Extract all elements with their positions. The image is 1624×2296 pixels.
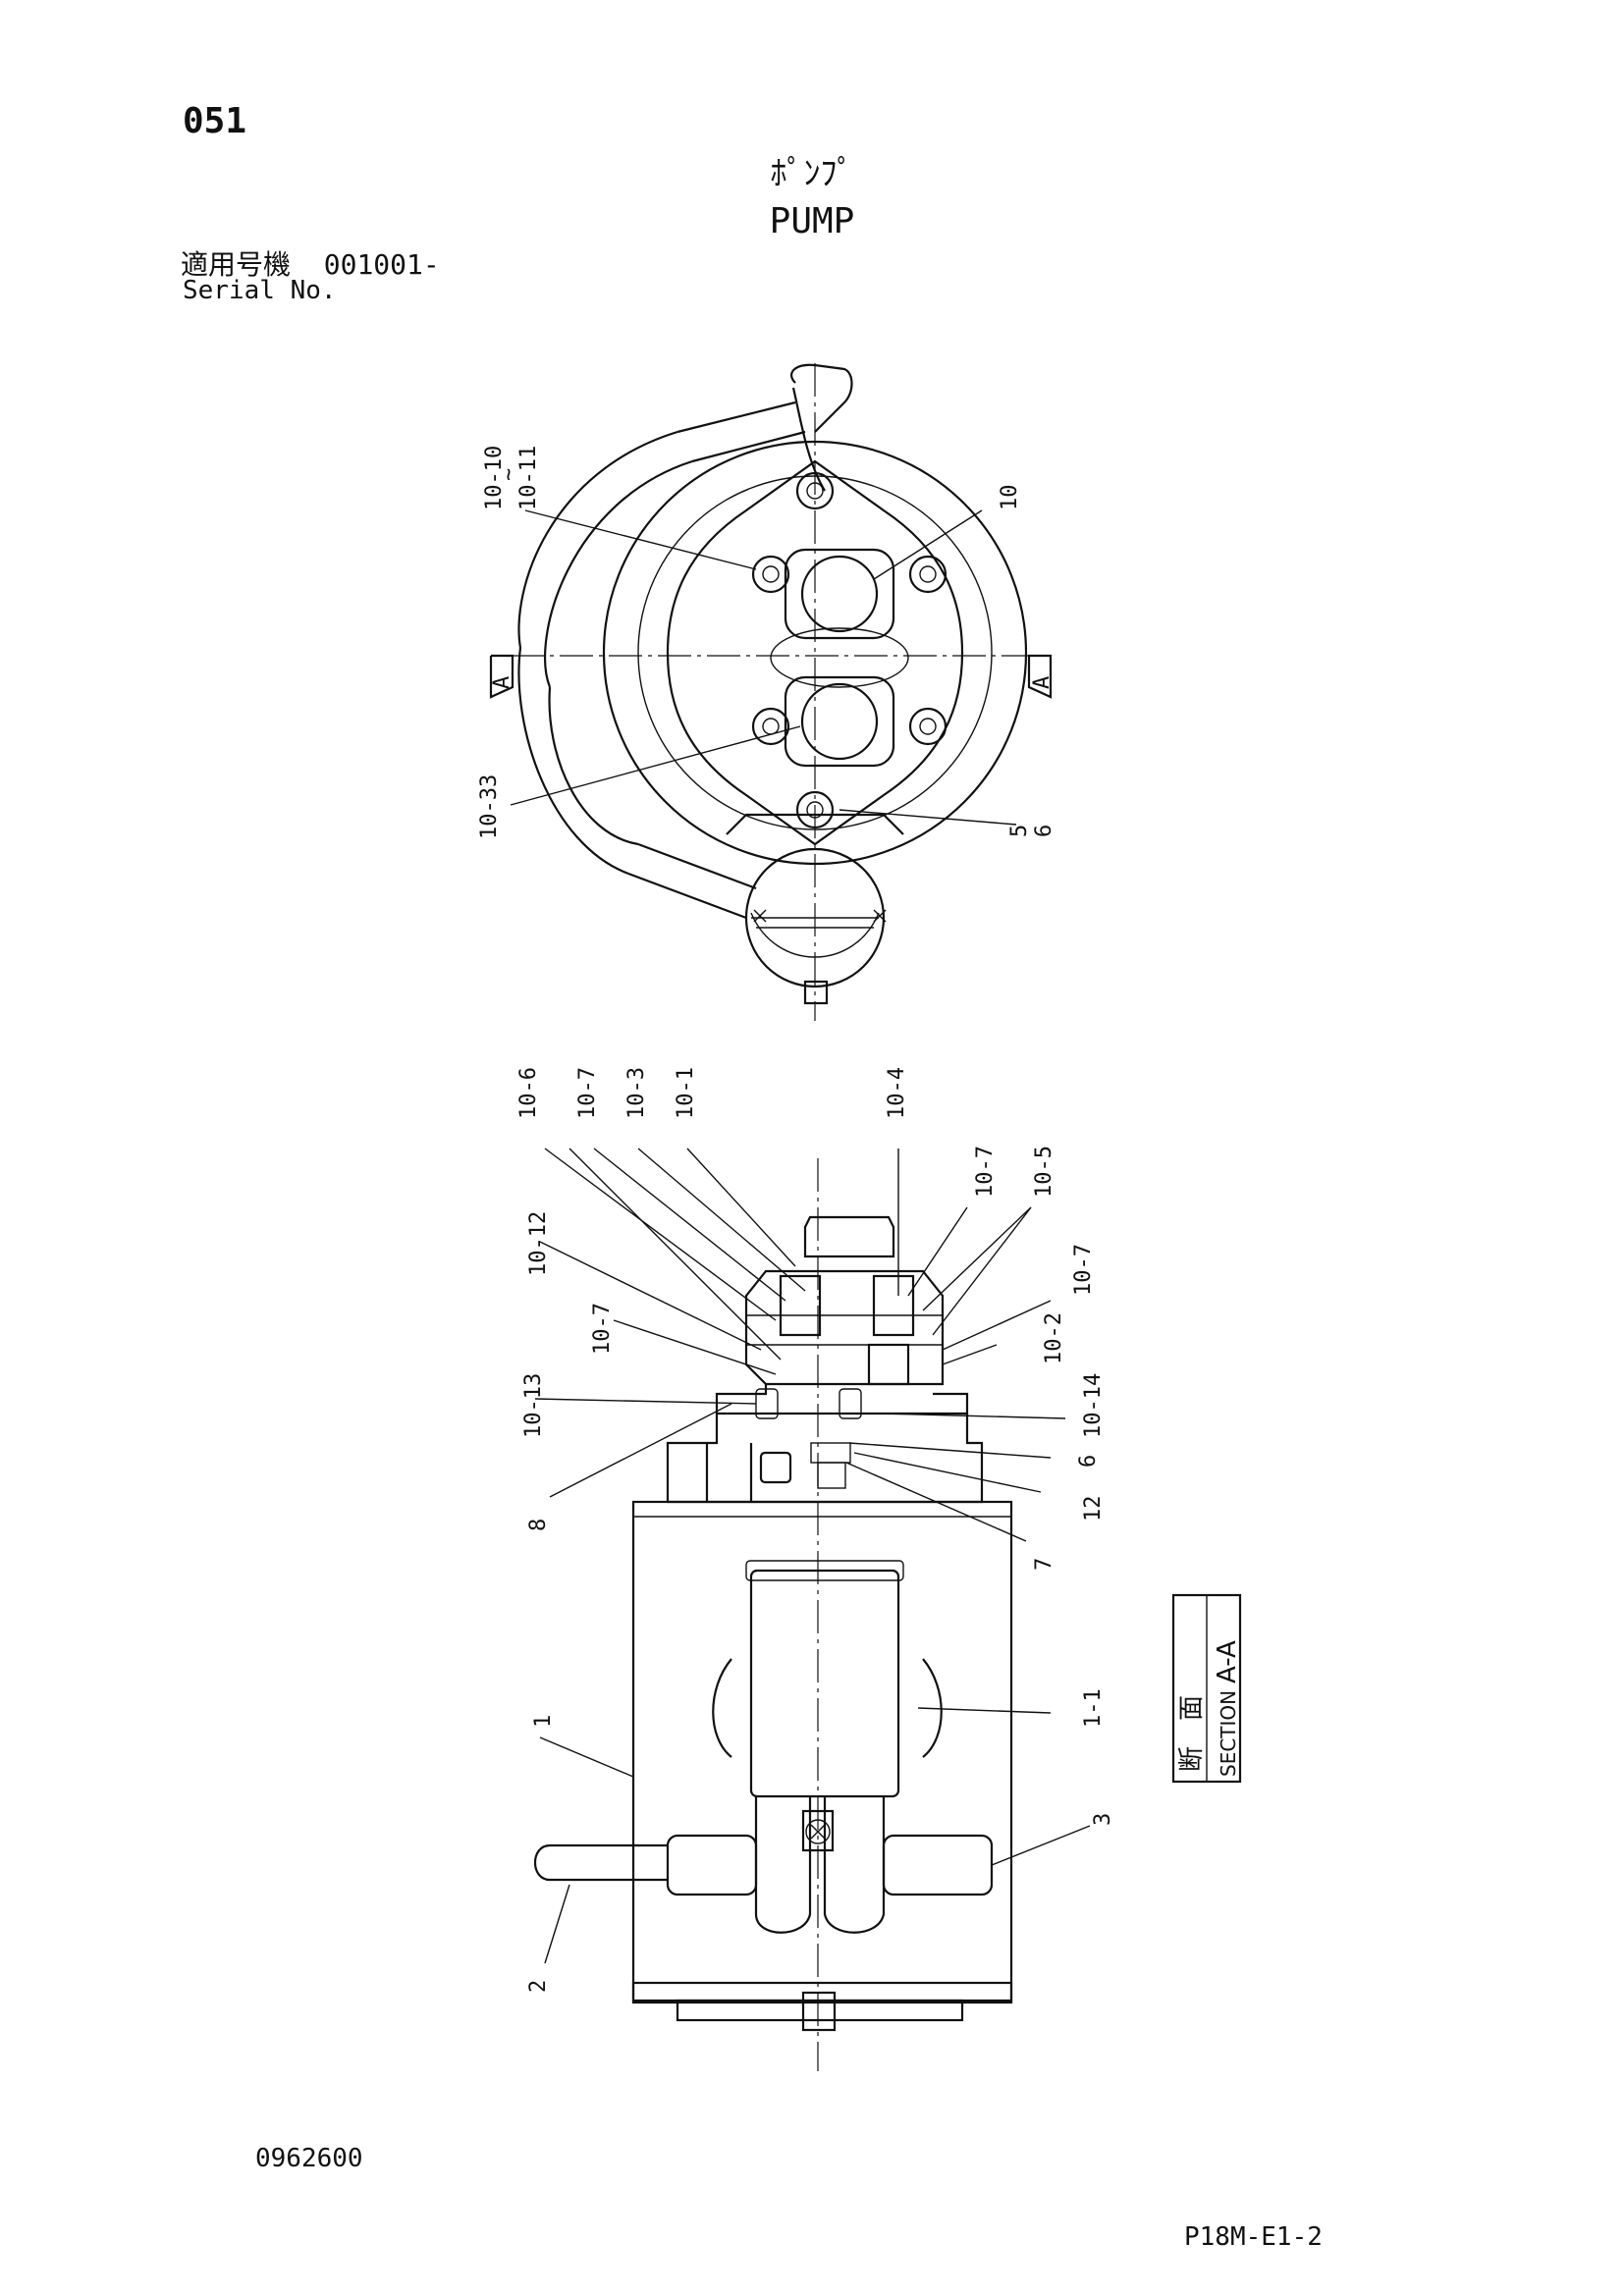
callout-10-12: 10-12 [526, 1211, 551, 1276]
title-english: PUMP [769, 201, 855, 241]
callout-10-5: 10-5 [1032, 1146, 1056, 1198]
serial-label-english: Serial No. [183, 276, 337, 305]
callout-10-7-far-right: 10-7 [1071, 1244, 1096, 1296]
callout-1: 1 [531, 1715, 556, 1728]
callout-2: 2 [526, 1980, 551, 1993]
callout-10-13: 10-13 [521, 1373, 546, 1438]
title-japanese: ﾎﾟﾝﾌﾟ [770, 154, 854, 193]
callout-7: 7 [1032, 1558, 1056, 1571]
section-marker-right: A [1030, 676, 1055, 689]
callout-10-2: 10-2 [1042, 1312, 1066, 1364]
callout-10-6: 10-6 [516, 1067, 541, 1119]
callout-10-14: 10-14 [1081, 1373, 1106, 1438]
callout-10-7-left: 10-7 [590, 1303, 615, 1355]
callout-10-33: 10-33 [477, 774, 502, 839]
callout-12: 12 [1081, 1496, 1106, 1522]
callout-6-top: 6 [1032, 825, 1056, 837]
pump-section-view [534, 1148, 1091, 2071]
callout-3: 3 [1091, 1813, 1115, 1826]
section-label-box: 断 面 SECTION A-A [1171, 1593, 1242, 1784]
callout-10-7-top: 10-7 [575, 1067, 600, 1119]
callout-10-11: 10-11 [516, 446, 541, 510]
callout-10-1: 10-1 [674, 1067, 698, 1119]
serial-label-japanese: 適用号機 001001- [181, 251, 440, 279]
pump-end-view: A A [489, 363, 1055, 1021]
callout-10-3: 10-3 [624, 1067, 649, 1119]
callout-1-1: 1-1 [1081, 1688, 1106, 1728]
section-label-id: A-A [1213, 1640, 1242, 1683]
callout-8: 8 [526, 1519, 551, 1531]
callout-10-4: 10-4 [885, 1067, 909, 1119]
serial-label-ja-text: 適用号機 [181, 248, 292, 281]
callout-10: 10 [998, 485, 1022, 511]
drawing-code: P18M-E1-2 [1184, 2222, 1323, 2252]
serial-range: 001001- [323, 248, 440, 281]
document-code: 0962600 [255, 2144, 363, 2173]
callout-range-tilde: ~ [497, 468, 521, 481]
callout-10-10: 10-10 [482, 446, 507, 510]
section-marker-left: A [490, 676, 514, 689]
callout-6-bottom: 6 [1076, 1455, 1101, 1468]
section-label-japanese: 断 面 [1177, 1695, 1207, 1772]
page-number: 051 [183, 101, 247, 141]
callout-10-7-right: 10-7 [973, 1146, 998, 1198]
section-label-english: SECTION [1217, 1690, 1240, 1777]
callout-5: 5 [1007, 825, 1032, 837]
